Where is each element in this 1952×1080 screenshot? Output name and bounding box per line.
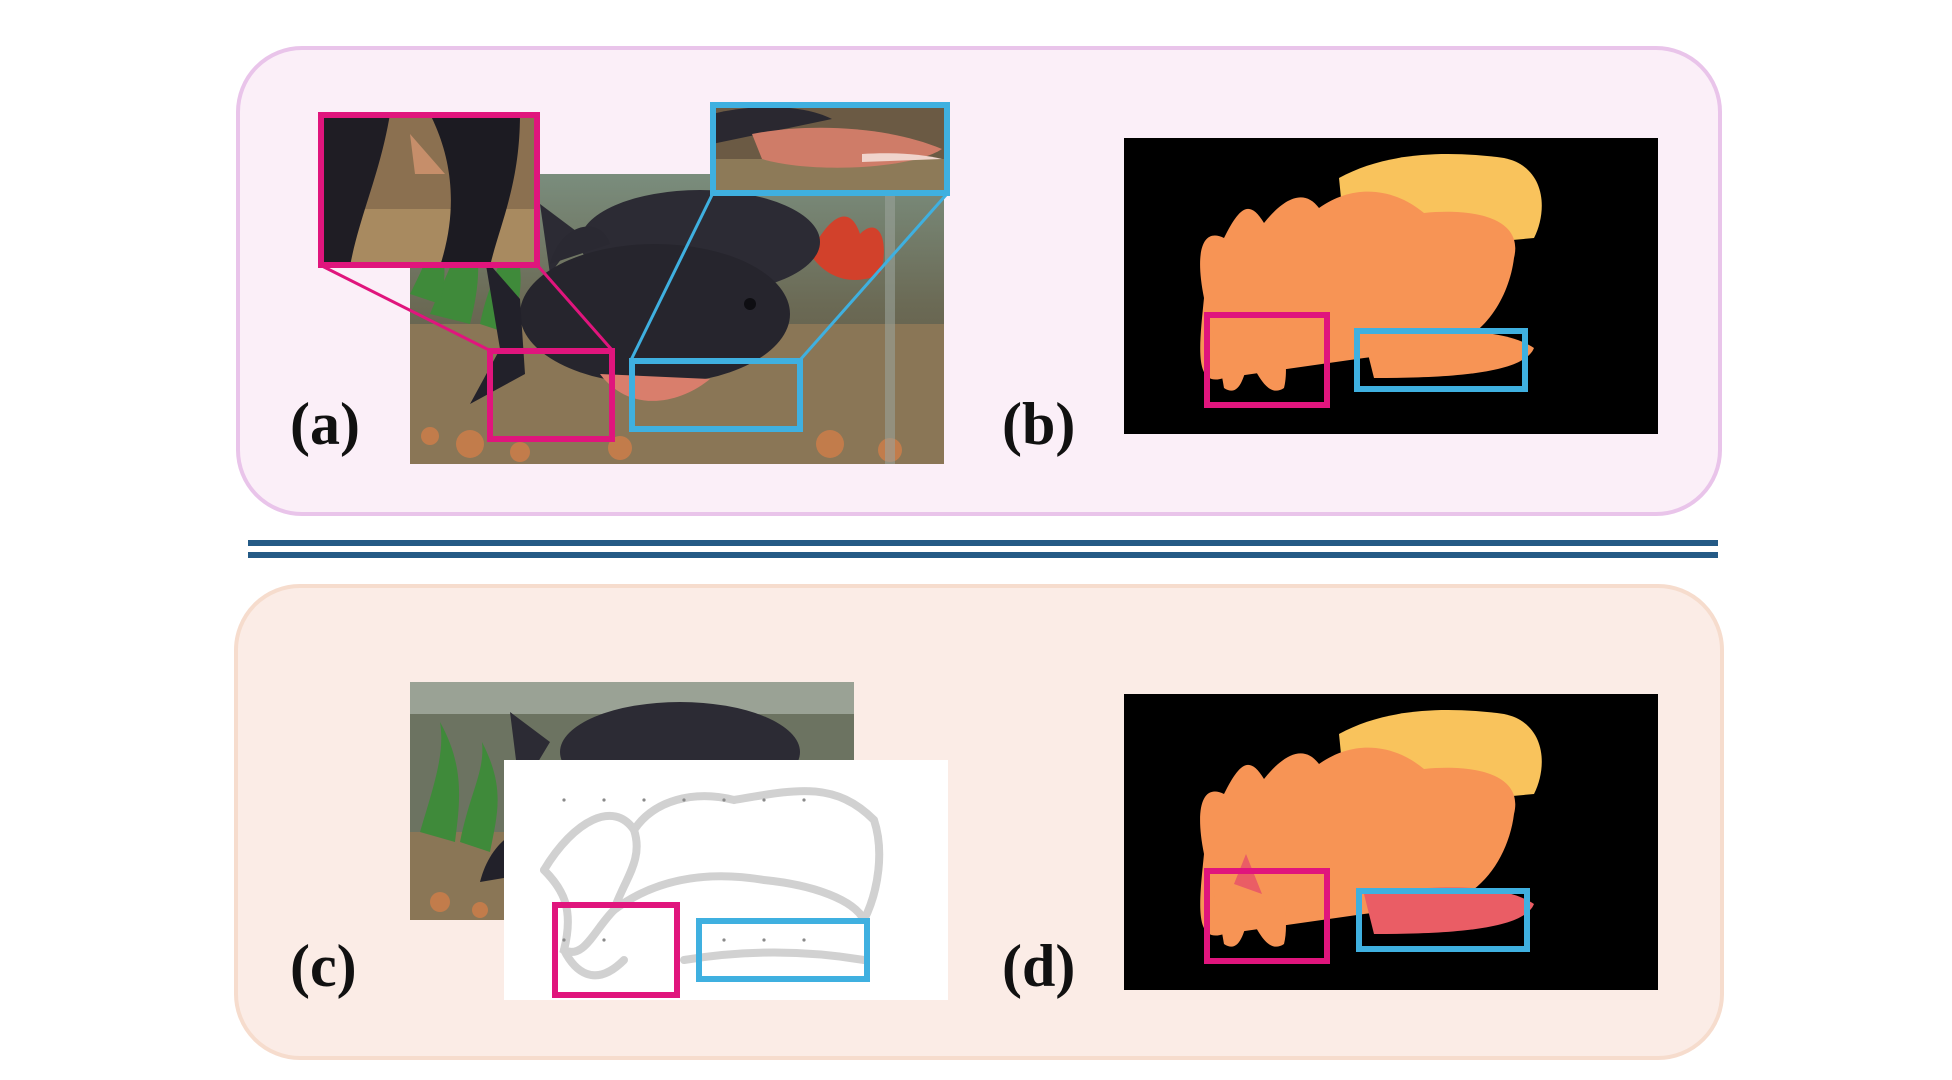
zoom-inset-pink-frame <box>318 112 540 268</box>
zoom-inset-pink-a <box>320 114 538 266</box>
highlight-box-blue-b <box>1354 328 1528 392</box>
label-b: (b) <box>1002 391 1076 457</box>
highlight-box-pink-d <box>1204 868 1330 964</box>
highlight-box-blue-d <box>1356 888 1530 952</box>
highlight-box-pink-c <box>552 902 680 998</box>
edge-map-c <box>504 760 948 1000</box>
zoom-inset-blue-frame <box>710 102 950 196</box>
divider-line-top <box>248 540 1718 546</box>
highlight-box-blue-a <box>629 358 803 432</box>
segmentation-mask-d <box>1124 694 1658 990</box>
highlight-box-pink-b <box>1204 312 1330 408</box>
label-d: (d) <box>1002 933 1076 999</box>
label-a: (a) <box>290 391 360 457</box>
highlight-box-pink-a <box>487 348 615 442</box>
highlight-box-blue-c <box>696 918 870 982</box>
label-c: (c) <box>290 933 357 999</box>
zoom-inset-blue-a <box>712 104 946 194</box>
divider-line-bottom <box>248 552 1718 558</box>
